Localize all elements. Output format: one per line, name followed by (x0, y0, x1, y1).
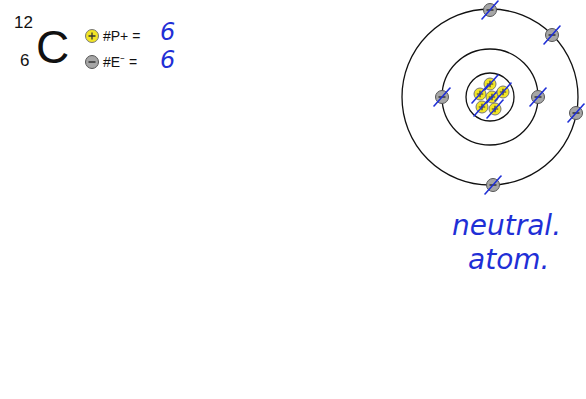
inner-orbit (442, 49, 538, 145)
electron-icon (86, 56, 99, 69)
check-mark (434, 88, 450, 106)
check-mark (487, 100, 503, 118)
electron-count-answer: 6 (160, 48, 175, 72)
handwritten-note: atom. (468, 246, 549, 274)
outer-orbit (402, 9, 578, 185)
nucleus (466, 73, 514, 121)
check-mark (472, 85, 488, 103)
proton-count-label: #P+ = (103, 29, 140, 43)
element-symbol: C (36, 24, 69, 70)
check-mark (485, 176, 501, 194)
check-mark (482, 1, 498, 19)
check-mark (474, 98, 490, 116)
check-mark (495, 83, 511, 101)
proton-icon (86, 30, 99, 43)
proton-count-answer: 6 (160, 20, 175, 44)
check-mark (568, 104, 584, 122)
atomic-number: 6 (20, 52, 29, 69)
check-mark (530, 88, 546, 106)
check-mark (544, 26, 560, 44)
electron-count-label: #E⁻ = (103, 55, 137, 69)
mass-number: 12 (14, 14, 33, 31)
handwritten-note: neutral. (452, 212, 561, 240)
